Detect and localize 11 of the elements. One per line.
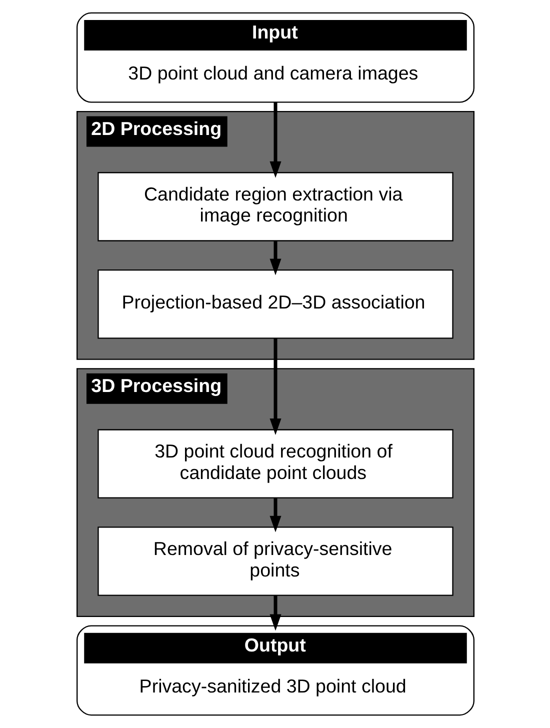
node-box: Output Privacy-sanitized 3D point cloud — [76, 625, 474, 716]
arrow — [269, 338, 281, 436]
node-box: 3D point cloud recognition of candidate point clouds — [97, 429, 453, 498]
node-box: Projection-based 2D–3D association — [97, 269, 453, 339]
arrow — [269, 102, 281, 178]
arrow — [269, 498, 281, 532]
node-box: Input 3D point cloud and camera images — [76, 12, 474, 103]
arrow — [269, 596, 281, 631]
node-box: Removal of privacy-sensitive points — [97, 526, 453, 596]
node-box: Candidate region extraction via image recognition — [97, 172, 453, 242]
arrow — [269, 241, 281, 276]
